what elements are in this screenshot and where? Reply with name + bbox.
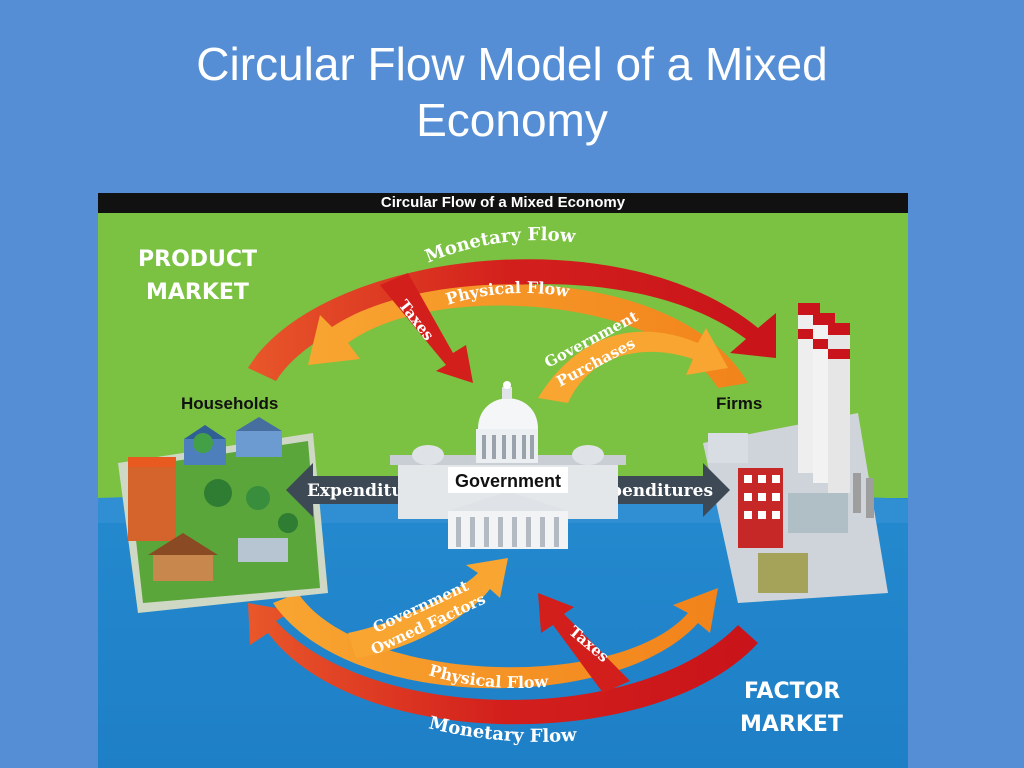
government-label: Government <box>455 471 561 491</box>
caption-bar <box>98 193 908 213</box>
households-illustration <box>118 417 328 613</box>
product-market-area <box>98 213 908 498</box>
households-label: Households <box>181 394 278 413</box>
product-market-label-2: MARKET <box>146 280 249 305</box>
factor-market-label-2: MARKET <box>740 712 843 737</box>
bottom-government-owned-factors-arrow <box>348 558 508 658</box>
bottom-monetary-flow-arrow <box>248 603 758 725</box>
circular-flow-diagram: Circular Flow of a Mixed Economy PRODUCT… <box>98 193 908 768</box>
expenditures-right-label: Expenditures <box>587 481 713 501</box>
slide-title-line-1: Circular Flow Model of a Mixed <box>196 38 828 90</box>
firms-label: Firms <box>716 394 762 413</box>
top-monetary-flow-arrow <box>248 259 776 381</box>
slide-title-line-2: Economy <box>416 94 608 146</box>
firms-illustration <box>703 303 888 603</box>
top-taxes-arrow <box>380 273 473 383</box>
diagram-canvas: Circular Flow of a Mixed Economy PRODUCT… <box>98 193 908 768</box>
top-government-purchases-arrow <box>538 328 728 403</box>
bottom-taxes-arrow <box>538 593 630 693</box>
product-market-label-1: PRODUCT <box>138 247 257 272</box>
factor-market-label-1: FACTOR <box>744 679 840 704</box>
slide-title: Circular Flow Model of a Mixed Economy <box>112 36 912 148</box>
government-label-box <box>448 467 568 493</box>
diagram-caption: Circular Flow of a Mixed Economy <box>381 194 626 211</box>
